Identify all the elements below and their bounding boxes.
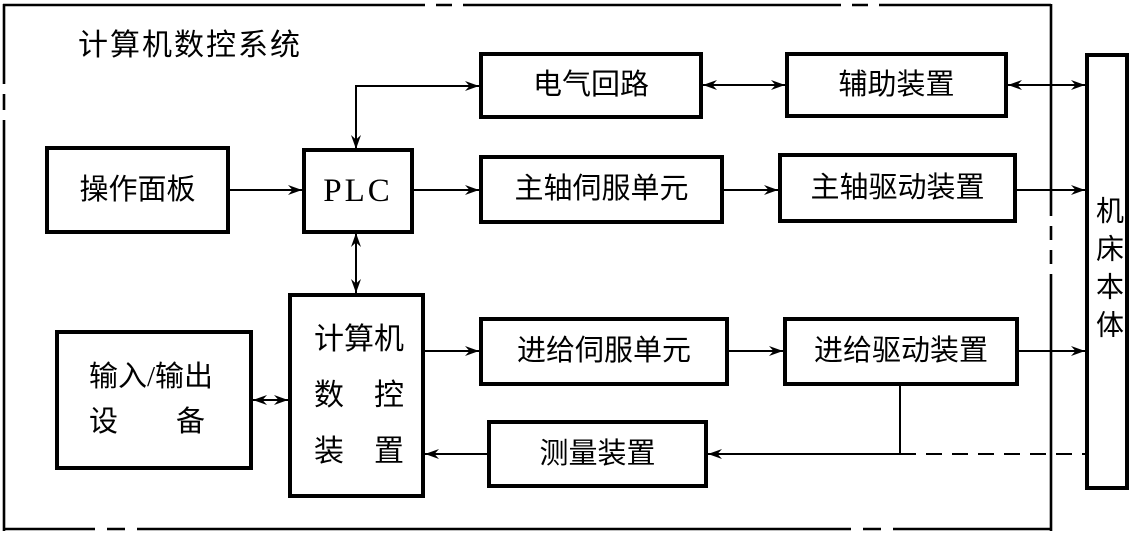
io-device-box: 输入/输出 设 备 (55, 330, 253, 470)
electrical-circuit-label: 电气回路 (532, 69, 649, 101)
io-device-label-line1: 输入/输出 (89, 361, 214, 393)
spindle-servo-unit-box: 主轴伺服单元 (479, 155, 724, 224)
machine-tool-body-label: 机床本体 (1092, 195, 1123, 348)
plc-label: PLC (323, 172, 393, 209)
system-title: 计算机数控系统 (78, 29, 302, 62)
electrical-circuit-box: 电气回路 (479, 52, 703, 119)
spindle-drive-device-box: 主轴驱动装置 (778, 153, 1017, 223)
io-device-label-line2: 设 备 (89, 406, 206, 438)
measuring-device-box: 测量装置 (487, 420, 708, 488)
auxiliary-device-box: 辅助装置 (785, 52, 1008, 118)
measuring-device-label: 测量装置 (539, 437, 656, 470)
cnc-device-box: 计算机 数 控 装 置 (288, 293, 425, 498)
cnc-device-label-line2: 数 控 (314, 378, 404, 412)
auxiliary-device-label: 辅助装置 (838, 68, 955, 101)
arrow-plc-to-electrical-elbow (351, 81, 479, 149)
feed-servo-unit-label: 进给伺服单元 (516, 335, 691, 367)
cnc-device-label-line1: 计算机 (314, 322, 404, 356)
system-boundary (2, 3, 1053, 531)
machine-tool-body-box: 机床本体 (1085, 53, 1129, 490)
feed-drive-device-label: 进给驱动装置 (813, 335, 988, 367)
operation-panel-box: 操作面板 (45, 146, 230, 234)
feed-drive-device-box: 进给驱动装置 (783, 317, 1019, 386)
plc-box: PLC (302, 148, 414, 234)
spindle-servo-unit-label: 主轴伺服单元 (514, 173, 689, 205)
cnc-device-label-line3: 装 置 (314, 434, 404, 468)
feed-servo-unit-box: 进给伺服单元 (479, 317, 729, 386)
operation-panel-label: 操作面板 (79, 173, 196, 206)
spindle-drive-device-label: 主轴驱动装置 (810, 171, 985, 204)
